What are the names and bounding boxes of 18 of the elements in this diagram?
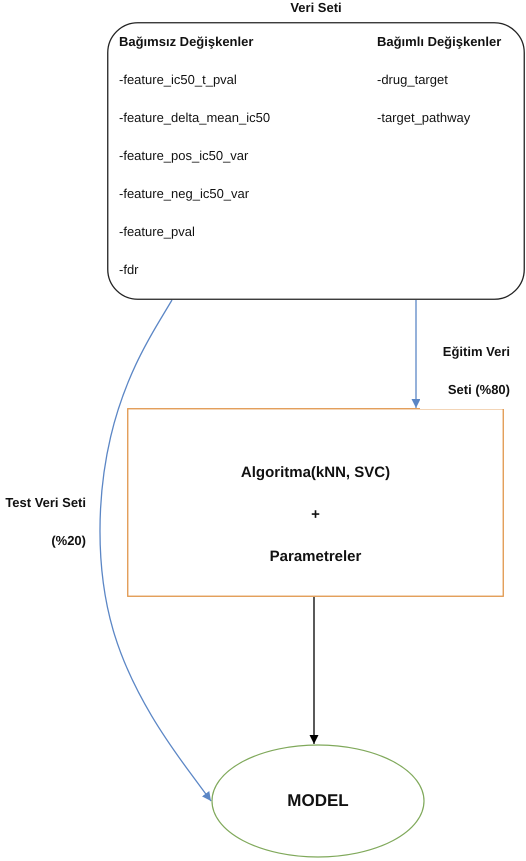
plus-sign: + [311,506,320,523]
column-heading: Bağımsız Değişkenler [119,34,254,49]
box-text: Parametreler [270,548,362,565]
arrow [99,300,212,802]
arrow [411,300,421,408]
node-label: MODEL [287,791,349,811]
variable-name: -feature_neg_ic50_var [119,186,250,201]
variable-name: -feature_pval [119,224,195,239]
box-text: Algoritma(kNN, SVC) [240,464,390,481]
variable-name: -drug_target [377,72,448,87]
variable-name: -feature_ic50_t_pval [119,72,237,87]
variable-name: -feature_delta_mean_ic50 [119,110,270,125]
variable-name: -target_pathway [377,110,470,125]
variable-name: -fdr [119,262,138,277]
column-heading: Bağımlı Değişkenler [377,34,502,49]
variable-name: -feature_pos_ic50_var [119,148,248,163]
title-text: Veri Seti [290,0,342,15]
arrow [309,597,319,744]
